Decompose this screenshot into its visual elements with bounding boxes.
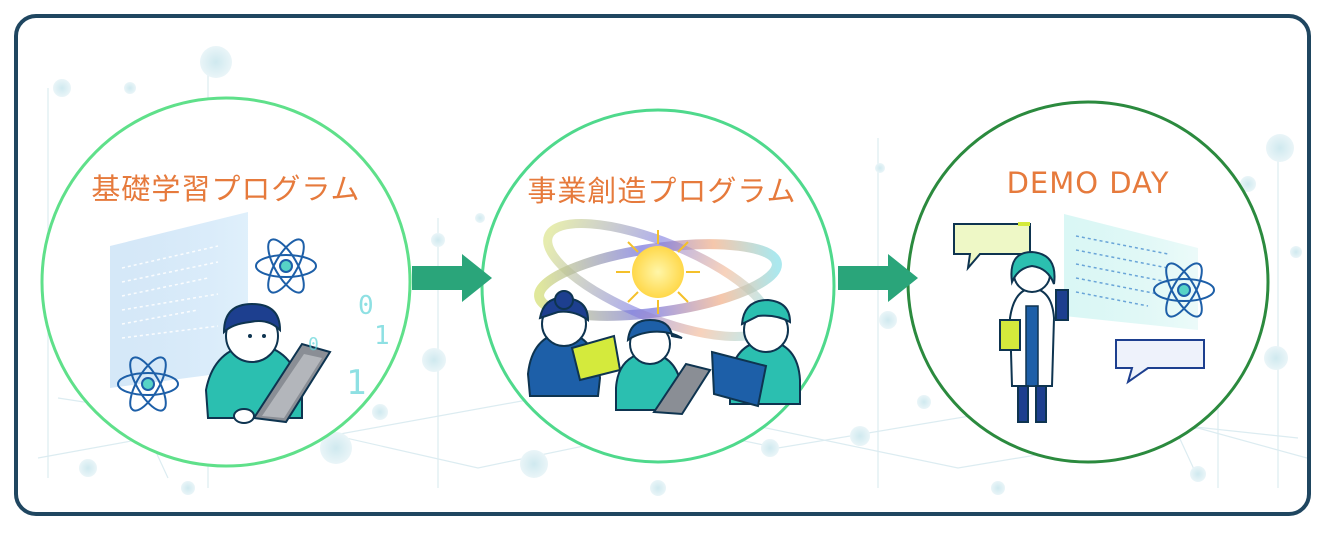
binary-digits-decoration: 0 1 0 1 [308, 291, 390, 403]
svg-text:0: 0 [308, 334, 319, 355]
atom-icon [117, 356, 179, 412]
presentation-screen-icon [1064, 214, 1198, 330]
svg-text:0: 0 [358, 291, 374, 321]
stage-3-title: DEMO DAY [1006, 166, 1170, 200]
stage-2-circle [480, 108, 836, 464]
presenter-icon [999, 250, 1069, 423]
stage-3-circle [906, 100, 1270, 464]
sun-icon [616, 230, 700, 314]
speech-bubble-icon [953, 222, 1031, 272]
arrow-right-icon [838, 254, 918, 302]
stage-2-title: 事業創造プログラム [527, 174, 797, 208]
student-with-laptop-icon [204, 302, 332, 424]
team-characters-icon [526, 290, 801, 416]
stage-1-title: 基礎学習プログラム [91, 172, 361, 206]
speech-bubble-icon [1115, 339, 1205, 385]
virtual-screen-icon [110, 212, 248, 388]
background-network-decoration: 0 1 0 1 [37, 46, 1307, 496]
process-diagram-frame: 0 1 0 1 基礎学習プログラム 事業創造プログラム DEMO DAY [14, 14, 1311, 516]
arrow-right-icon [412, 254, 492, 302]
svg-text:1: 1 [346, 363, 366, 403]
stage-1-circle [40, 96, 412, 468]
atom-icon [255, 238, 317, 294]
svg-text:1: 1 [374, 321, 390, 351]
atom-icon [1153, 262, 1215, 318]
